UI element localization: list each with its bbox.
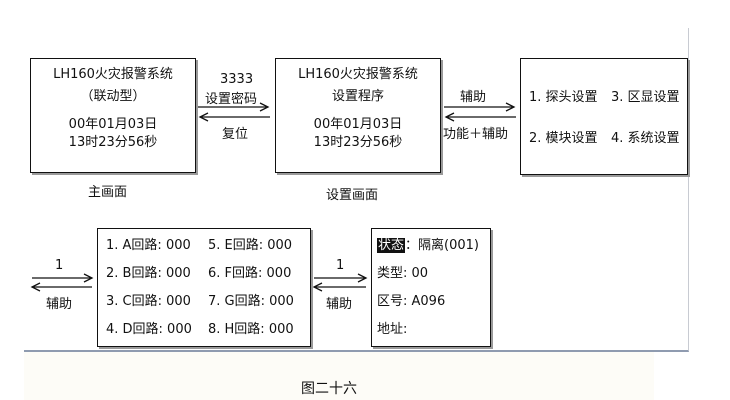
loop-c: 3. C回路: 000 bbox=[106, 294, 191, 309]
left-arrow-aux-label: 辅助 bbox=[46, 297, 73, 312]
left-arrow-key-label: 1 bbox=[55, 258, 64, 273]
setup-screen-box: LH160火灾报警系统 设置程序 00年01月03日 13时23分56秒 bbox=[275, 58, 441, 173]
setup-screen-subtitle: 设置程序 bbox=[331, 89, 384, 104]
caption-area bbox=[24, 352, 654, 400]
setup-screen-time: 13时23分56秒 bbox=[313, 135, 403, 150]
setup-screen-caption: 设置画面 bbox=[326, 188, 379, 203]
main-screen-box: LH160火灾报警系统 （联动型） 00年01月03日 13时23分56秒 bbox=[30, 58, 196, 173]
menu-item-detector-setup: 1. 探头设置 bbox=[529, 90, 598, 105]
status-line: 状态：隔离(001) bbox=[377, 237, 479, 255]
loop-e: 5. E回路: 000 bbox=[208, 238, 293, 253]
loop-h: 8. H回路: 000 bbox=[208, 322, 294, 337]
status-label-highlight: 状态 bbox=[377, 238, 406, 253]
loop-g: 7. G回路: 000 bbox=[208, 294, 294, 309]
aux-label: 辅助 bbox=[460, 90, 487, 105]
figure-caption: 图二十六 bbox=[301, 381, 357, 397]
loops-screen-box: 1. A回路: 000 5. E回路: 000 2. B回路: 000 6. F… bbox=[97, 228, 311, 347]
setup-screen-title: LH160火灾报警系统 bbox=[298, 67, 418, 82]
reset-label: 复位 bbox=[222, 127, 249, 142]
main-screen-title: LH160火灾报警系统 bbox=[53, 67, 173, 82]
menu-item-system-setup: 4. 系统设置 bbox=[611, 131, 680, 146]
main-screen-date: 00年01月03日 bbox=[68, 117, 158, 132]
status-screen-box: 状态：隔离(001) 类型: 00 区号: A096 地址: bbox=[371, 228, 491, 347]
status-value: ：隔离(001) bbox=[405, 238, 479, 253]
loop-f: 6. F回路: 000 bbox=[208, 266, 292, 281]
menu-item-module-setup: 2. 模块设置 bbox=[529, 131, 598, 146]
loop-b: 2. B回路: 000 bbox=[106, 266, 191, 281]
status-arrow-aux-label: 辅助 bbox=[326, 297, 353, 312]
set-password-label: 设置密码 bbox=[205, 92, 258, 107]
zone-line: 区号: A096 bbox=[377, 294, 446, 309]
status-arrow-key-label: 1 bbox=[336, 258, 345, 273]
type-line: 类型: 00 bbox=[377, 266, 429, 281]
main-screen-time: 13时23分56秒 bbox=[68, 135, 158, 150]
main-screen-caption: 主画面 bbox=[88, 185, 128, 200]
loop-a: 1. A回路: 000 bbox=[106, 238, 191, 253]
password-code-label: 3333 bbox=[220, 72, 254, 87]
main-screen-subtitle: （联动型） bbox=[80, 89, 146, 104]
menu-screen-box: 1. 探头设置 3. 区显设置 2. 模块设置 4. 系统设置 bbox=[520, 58, 688, 175]
address-line: 地址: bbox=[377, 322, 408, 337]
function-plus-aux-label: 功能＋辅助 bbox=[443, 127, 509, 142]
setup-screen-date: 00年01月03日 bbox=[313, 117, 403, 132]
loop-d: 4. D回路: 000 bbox=[106, 322, 192, 337]
menu-item-zone-display-setup: 3. 区显设置 bbox=[611, 90, 680, 105]
